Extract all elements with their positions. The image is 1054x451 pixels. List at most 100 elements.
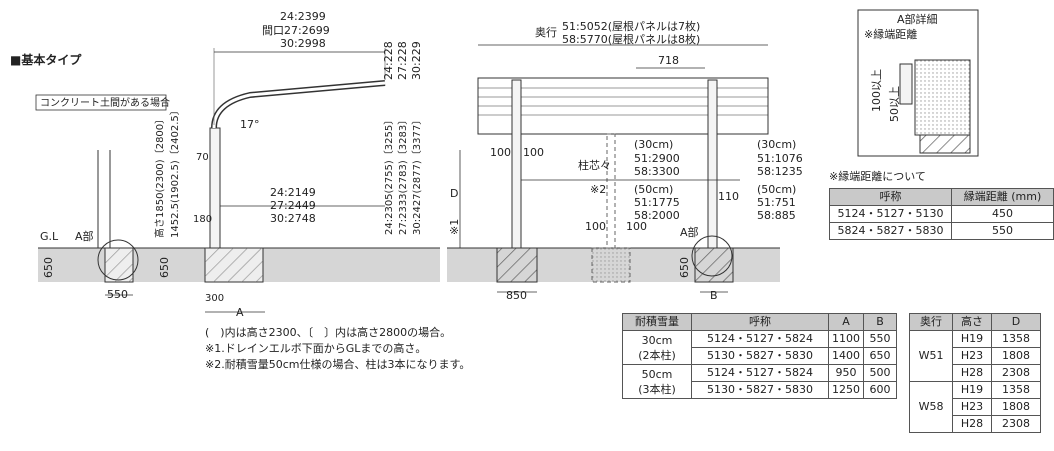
snow-th: 耐積雪量 xyxy=(622,313,692,331)
dim-100-d: 100 xyxy=(626,220,647,233)
mid-58: 58:2000 xyxy=(634,209,680,222)
table-row: W58 H19 1358 xyxy=(909,381,1041,433)
snow-cell: 5130・5827・5830 xyxy=(691,381,829,399)
edge-cell: 5824・5827・5830 xyxy=(829,222,952,240)
snow-cell: 950 xyxy=(828,364,864,382)
dim-850: 850 xyxy=(506,289,527,302)
dim-b30: 30:2748 xyxy=(270,212,316,225)
depth-51: 51:5052(屋根パネルは7枚) xyxy=(562,19,700,33)
table-row: 5130・5827・5830 1400 650 xyxy=(623,347,897,365)
dim-100-b: 100 xyxy=(523,146,544,159)
dim-100-a: 100 xyxy=(490,146,511,159)
snow-group-label: 50cm xyxy=(641,367,673,381)
dim-m27: 間口27:2699 xyxy=(262,24,330,37)
snow-group-sub: (2本柱) xyxy=(638,348,676,362)
edge-th-dist: 縁端距離 (mm) xyxy=(951,188,1054,206)
front-post-middle xyxy=(606,133,616,249)
dim-650-a: 650 xyxy=(42,257,55,278)
table-row: W51 H19 1358 xyxy=(909,330,1041,382)
d-cell: H19 xyxy=(952,330,992,348)
dim-a: A xyxy=(236,306,244,319)
snow-table: 耐積雪量 呼称 A B 30cm(2本柱) 5124・5127・5824 110… xyxy=(622,313,897,399)
d-depth: W51 xyxy=(909,330,953,382)
d-cell: H19 xyxy=(952,381,992,399)
rear-51: 51:1076 xyxy=(757,152,803,165)
note-2: ※1.ドレインエルボ下面からGLまでの高さ。 xyxy=(205,342,427,355)
table-row: H28 2308 xyxy=(910,415,1041,433)
pitch-30: (30cm) xyxy=(634,138,673,151)
dim-h2: 1452.5(1902.5)〔2402.5〕 xyxy=(169,105,181,238)
dim-650-b: 650 xyxy=(158,257,171,278)
edge-cell: 550 xyxy=(951,222,1054,240)
table-row: H23 1808 xyxy=(910,398,1041,416)
dim-w30: 30:2998 xyxy=(280,37,326,50)
front-a-part: A部 xyxy=(680,225,699,239)
pitch-51: 51:2900 xyxy=(634,152,680,165)
depth-label: 奥行 xyxy=(535,25,557,39)
edge-table: 呼称 縁端距離 (mm) 5124・5127・5130 450 5824・582… xyxy=(829,188,1054,240)
mid-50: (50cm) xyxy=(634,183,673,196)
d-cell: 1358 xyxy=(991,330,1041,348)
table-row: 5124・5127・5130 450 xyxy=(829,205,1054,223)
pitch-58: 58:3300 xyxy=(634,165,680,178)
dim-180: 180 xyxy=(193,214,212,225)
side-view: 24:2399 間口27:2699 30:2998 24:228 27:228 … xyxy=(35,10,440,319)
front-dim-650: 650 xyxy=(678,257,691,278)
dim-b: B xyxy=(710,289,718,302)
detail-50: 50以上 xyxy=(888,86,901,122)
section-title: ■基本タイプ xyxy=(10,52,82,67)
mark-2: ※2 xyxy=(590,183,606,196)
snow-th: 呼称 xyxy=(691,313,829,331)
dim-550: 550 xyxy=(107,288,128,301)
detail-100: 100以上 xyxy=(870,69,883,112)
d-cell: H23 xyxy=(952,398,992,416)
d-cell: 2308 xyxy=(991,415,1041,433)
side-58: 58:885 xyxy=(757,209,796,222)
snow-cell: 5124・5127・5824 xyxy=(691,330,829,348)
d-cell: 1808 xyxy=(991,347,1041,365)
d-th: 奥行 xyxy=(909,313,953,331)
d-cell: H28 xyxy=(952,364,992,382)
rear-30: (30cm) xyxy=(757,138,796,151)
snow-cell: 550 xyxy=(863,330,897,348)
d-cell: 1358 xyxy=(991,381,1041,399)
edge-th-name: 呼称 xyxy=(829,188,952,206)
edge-table-title: ※縁端距離について xyxy=(829,169,926,183)
edge-cell: 5124・5127・5130 xyxy=(829,205,952,223)
edge-cell: 450 xyxy=(951,205,1054,223)
gl-label: G.L xyxy=(40,230,59,243)
d-cell: 2308 xyxy=(991,364,1041,382)
note-3: ※2.耐積雪量50cm仕様の場合、柱は3本になります。 xyxy=(205,358,471,371)
dim-w24: 24:2399 xyxy=(280,10,326,23)
table-row: 50cm(3本柱) 5124・5127・5824 950 500 xyxy=(622,364,897,399)
snow-cell: 1250 xyxy=(828,381,864,399)
a-detail: A部詳細 ※縁端距離 100以上 50以上 xyxy=(857,9,979,157)
table-row: 30cm(2本柱) 5124・5127・5824 1100 550 xyxy=(622,330,897,365)
side-51: 51:751 xyxy=(757,196,796,209)
snow-group-sub: (3本柱) xyxy=(638,382,676,396)
dim-c27: 27:2333(2783)〔3283〕 xyxy=(397,115,409,235)
dim-h1: 高さ1850(2300)〔2800〕 xyxy=(153,114,166,238)
snow-cell: 500 xyxy=(863,364,897,382)
depth-58: 58:5770(屋根パネルは8枚) xyxy=(562,32,700,46)
dim-r30: 30:229 xyxy=(410,41,423,80)
d-th: 高さ xyxy=(952,313,992,331)
snow-cell: 600 xyxy=(863,381,897,399)
d-cell: H23 xyxy=(952,347,992,365)
d-th: D xyxy=(991,313,1041,331)
dim-r24: 24:228 xyxy=(382,41,395,80)
mid-51: 51:1775 xyxy=(634,196,680,209)
post xyxy=(209,127,221,249)
detail-edge: ※縁端距離 xyxy=(864,27,917,41)
snow-cell: 1400 xyxy=(828,347,864,365)
dim-70: 70 xyxy=(196,152,209,163)
table-row: 5130・5827・5830 1250 600 xyxy=(623,381,897,399)
table-row: H23 1808 xyxy=(910,347,1041,365)
rear-58: 58:1235 xyxy=(757,165,803,178)
d-cell: H28 xyxy=(952,415,992,433)
dim-c24: 24:2305(2755)〔3255〕 xyxy=(383,115,395,235)
pitch-label: 柱芯々 xyxy=(578,158,611,172)
dim-b24: 24:2149 xyxy=(270,186,316,199)
detail-title: A部詳細 xyxy=(897,12,938,26)
